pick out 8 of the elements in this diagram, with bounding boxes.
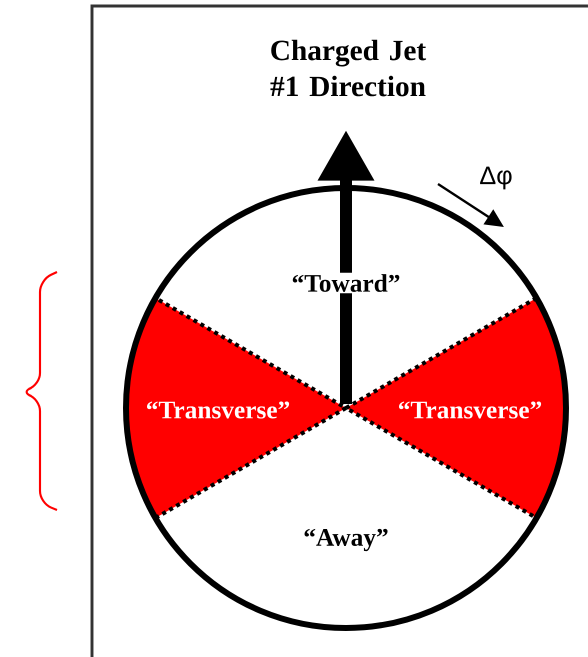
sector-label: “Toward” xyxy=(290,272,402,294)
heading: Charged Jet #1 Direction xyxy=(270,40,426,96)
sector-label: “Transverse” xyxy=(147,401,290,419)
delta-phi-label: Δφ xyxy=(480,166,512,190)
sector-fill xyxy=(126,296,350,520)
sector-label: “Transverse” xyxy=(399,401,542,419)
sector-label: “Away” xyxy=(302,528,390,552)
sector-fill xyxy=(342,296,566,520)
